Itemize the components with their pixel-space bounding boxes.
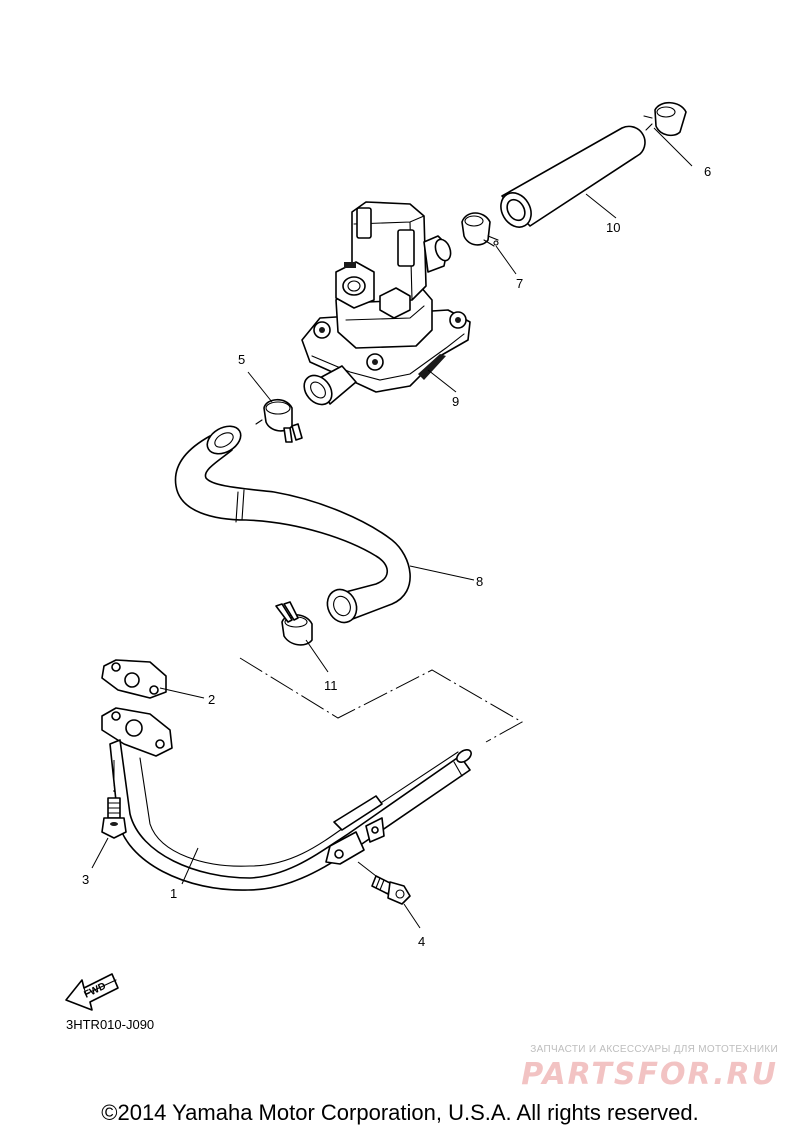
part-2-gasket	[101, 659, 167, 699]
diagram-code: 3HTR010-J090	[66, 1017, 155, 1032]
callout-3: 3	[82, 872, 89, 887]
watermark-tagline: ЗАПЧАСТИ И АКСЕССУАРЫ ДЛЯ МОТОТЕХНИКИ	[530, 1044, 778, 1055]
callout-10: 10	[606, 220, 620, 235]
part-1-pipe	[101, 707, 472, 891]
callout-6: 6	[704, 164, 711, 179]
part-6-clamp	[643, 101, 687, 137]
callout-9: 9	[452, 394, 459, 409]
part-7-clamp	[461, 212, 499, 247]
callout-5: 5	[238, 352, 245, 367]
part-8-bent-hose	[174, 425, 411, 624]
callout-11: 11	[324, 678, 338, 693]
callout-8: 8	[476, 574, 483, 589]
assembly-line	[239, 657, 524, 743]
assembly-line	[357, 861, 377, 877]
part-9-air-induction-valve	[301, 201, 471, 406]
part-3-bolt	[101, 797, 127, 839]
callout-7: 7	[516, 276, 523, 291]
callout-2: 2	[208, 692, 215, 707]
callout-4: 4	[418, 934, 425, 949]
part-10-hose	[500, 125, 646, 228]
leader-lines	[91, 127, 693, 929]
part-5-clamp	[255, 398, 303, 443]
part-11-clamp	[275, 601, 313, 646]
watermark: ЗАПЧАСТИ И АКСЕССУАРЫ ДЛЯ МОТОТЕХНИКИ PA…	[458, 1044, 778, 1092]
callout-1: 1	[170, 886, 177, 901]
watermark-logo: PARTSFOR.RU	[521, 1057, 778, 1092]
copyright-notice: ©2014 Yamaha Motor Corporation, U.S.A. A…	[101, 1100, 699, 1125]
part-4-bolt	[371, 875, 411, 905]
fwd-arrow-icon: FWD	[65, 973, 119, 1011]
callouts: 6 10 7 9 5 8 11 2 1 3 4	[82, 164, 711, 949]
